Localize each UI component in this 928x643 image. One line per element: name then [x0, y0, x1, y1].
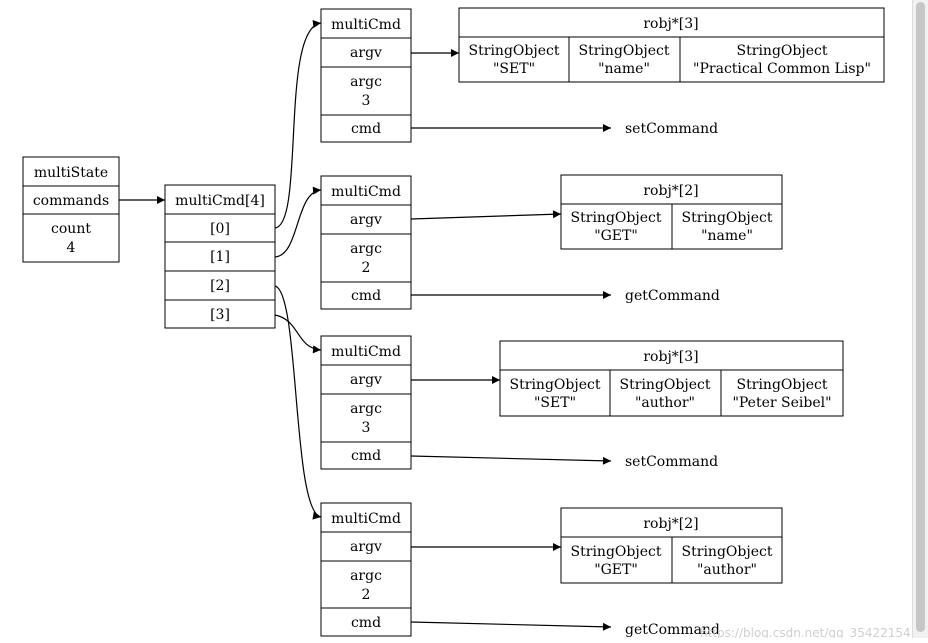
robj-0-arg-2-value: "Practical Common Lisp" [693, 61, 871, 77]
robj-0-title: robj*[3] [643, 16, 698, 32]
scrollbar-thumb[interactable] [916, 2, 925, 632]
multistate-title: multiState [34, 165, 108, 181]
array-cell-3: [3] [210, 307, 230, 323]
multicmd-array-title: multiCmd[4] [175, 193, 265, 209]
multicmd-0-cmd: cmd [351, 121, 381, 137]
multicmd-3-argv: argv [350, 539, 382, 555]
robj-2-arg-0-type: StringObject [510, 377, 601, 393]
multicmd-0-cmd-target: setCommand [625, 121, 718, 137]
array-cell-3-pointer [274, 314, 322, 354]
multicmd-1-cmd-target: getCommand [625, 288, 720, 304]
watermark-text: https://blog.csdn.net/qq_35422154 [700, 626, 911, 638]
multicmd-2-cmd: cmd [351, 448, 381, 464]
robj-2-title: robj*[3] [643, 349, 698, 365]
multicmd-2-cmd-arrow [410, 455, 612, 465]
robj-0-arg-1-value: "name" [598, 61, 650, 77]
multicmd-3-cmd: cmd [351, 615, 381, 631]
robj-2-arg-0-value: "SET" [534, 395, 576, 411]
multicmd-2-struct [320, 335, 412, 470]
robj-2-arg-1-type: StringObject [620, 377, 711, 393]
multicmd-2-title: multiCmd [331, 344, 401, 360]
multicmd-1-argc-label: argc [350, 241, 382, 257]
multicmd-0-argc-value: 3 [362, 93, 371, 109]
robj-0-arg-0-type: StringObject [469, 43, 560, 59]
array-cell-1: [1] [210, 249, 230, 265]
multicmd-1-argv-arrow [410, 210, 562, 220]
robj-3-arg-1-type: StringObject [682, 544, 773, 560]
multicmd-1-struct [320, 175, 412, 310]
vertical-scrollbar[interactable] [912, 0, 928, 638]
robj-1-arg-1-type: StringObject [682, 210, 773, 226]
multicmd-3-argc-value: 2 [362, 587, 371, 603]
array-cell-1-pointer [274, 186, 322, 258]
multistate-struct [22, 156, 120, 263]
robj-3-struct [560, 507, 783, 584]
robj-3-arg-0-value: "GET" [594, 562, 638, 578]
multicmd-3-cmd-arrow [410, 621, 612, 631]
robj-2-arg-2-type: StringObject [737, 377, 828, 393]
multicmd-3-argc-label: argc [350, 568, 382, 584]
robj-2-arg-1-value: "author" [635, 395, 695, 411]
robj-1-arg-0-type: StringObject [571, 210, 662, 226]
multicmd-0-struct [320, 8, 412, 143]
multicmd-0-argc-label: argc [350, 74, 382, 90]
multicmd-2-argv: argv [350, 372, 382, 388]
multicmd-0-title: multiCmd [331, 17, 401, 33]
array-cell-2-pointer [274, 285, 322, 520]
array-cell-2: [2] [210, 278, 230, 294]
robj-3-arg-0-type: StringObject [571, 544, 662, 560]
multicmd-2-argc-label: argc [350, 401, 382, 417]
robj-1-arg-1-value: "name" [701, 228, 753, 244]
robj-0-arg-0-value: "SET" [493, 61, 535, 77]
robj-0-arg-2-type: StringObject [737, 43, 828, 59]
array-cell-0: [0] [210, 221, 230, 237]
robj-0-arg-1-type: StringObject [579, 43, 670, 59]
robj-2-arg-2-value: "Peter Seibel" [732, 395, 831, 411]
robj-3-title: robj*[2] [643, 516, 698, 532]
multicmd-2-cmd-target: setCommand [625, 454, 718, 470]
multicmd-3-struct [320, 502, 412, 637]
multistate-commands-field: commands [33, 193, 109, 209]
multistate-count-label: count [51, 221, 91, 237]
multicmd-0-argv: argv [350, 45, 382, 61]
multicmd-1-title: multiCmd [331, 184, 401, 200]
multicmd-1-argv: argv [350, 212, 382, 228]
multicmd-3-title: multiCmd [331, 511, 401, 527]
multicmd-2-argc-value: 3 [362, 420, 371, 436]
robj-1-arg-0-value: "GET" [594, 228, 638, 244]
robj-2-struct [499, 340, 844, 417]
robj-3-arg-1-value: "author" [697, 562, 757, 578]
robj-0-struct [458, 7, 885, 83]
multistate-count-value: 4 [67, 240, 76, 256]
multicmd-3-cmd-target: getCommand [625, 622, 720, 638]
multicmd-1-argc-value: 2 [362, 260, 371, 276]
array-cell-0-pointer [274, 20, 322, 229]
multicmd-1-cmd: cmd [351, 288, 381, 304]
robj-1-title: robj*[2] [643, 183, 698, 199]
